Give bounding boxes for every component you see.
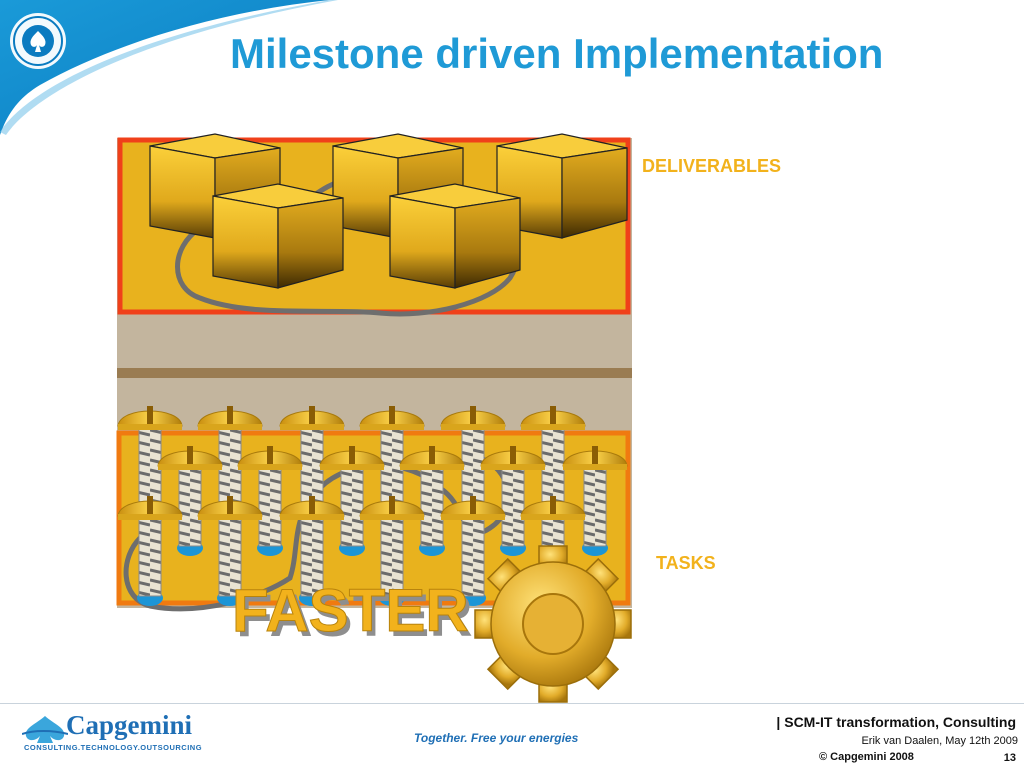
author-date: Erik van Daalen, May 12th 2009 <box>861 735 1018 747</box>
faster-text: FASTER <box>232 577 469 644</box>
corner-swoosh <box>0 0 338 135</box>
footer-divider <box>0 703 1024 704</box>
faster-shadow: FASTER <box>236 582 473 649</box>
brand-subtitle: CONSULTING.TECHNOLOGY.OUTSOURCING <box>24 743 203 752</box>
project-separator: | <box>776 714 785 730</box>
gear-icon <box>474 545 632 703</box>
deliverables-label: DELIVERABLES <box>642 156 782 176</box>
spade-logo-icon <box>22 716 68 743</box>
tagline: Together. Free your energies <box>414 731 579 745</box>
seal-icon <box>10 13 66 69</box>
project-name: SCM-IT transformation, Consulting <box>784 714 1016 730</box>
tasks-label: TASKS <box>656 553 716 573</box>
capgemini-logo: Capgemini CONSULTING.TECHNOLOGY.OUTSOURC… <box>22 710 202 756</box>
slide-title: Milestone driven Implementation <box>230 30 884 77</box>
brand-name: Capgemini <box>66 710 193 740</box>
copyright: © Capgemini 2008 <box>819 751 914 763</box>
milestone-illustration: FASTER FASTER <box>116 133 632 703</box>
project-title: | SCM-IT transformation, Consulting <box>776 714 1016 730</box>
page-number: 13 <box>1003 752 1016 764</box>
